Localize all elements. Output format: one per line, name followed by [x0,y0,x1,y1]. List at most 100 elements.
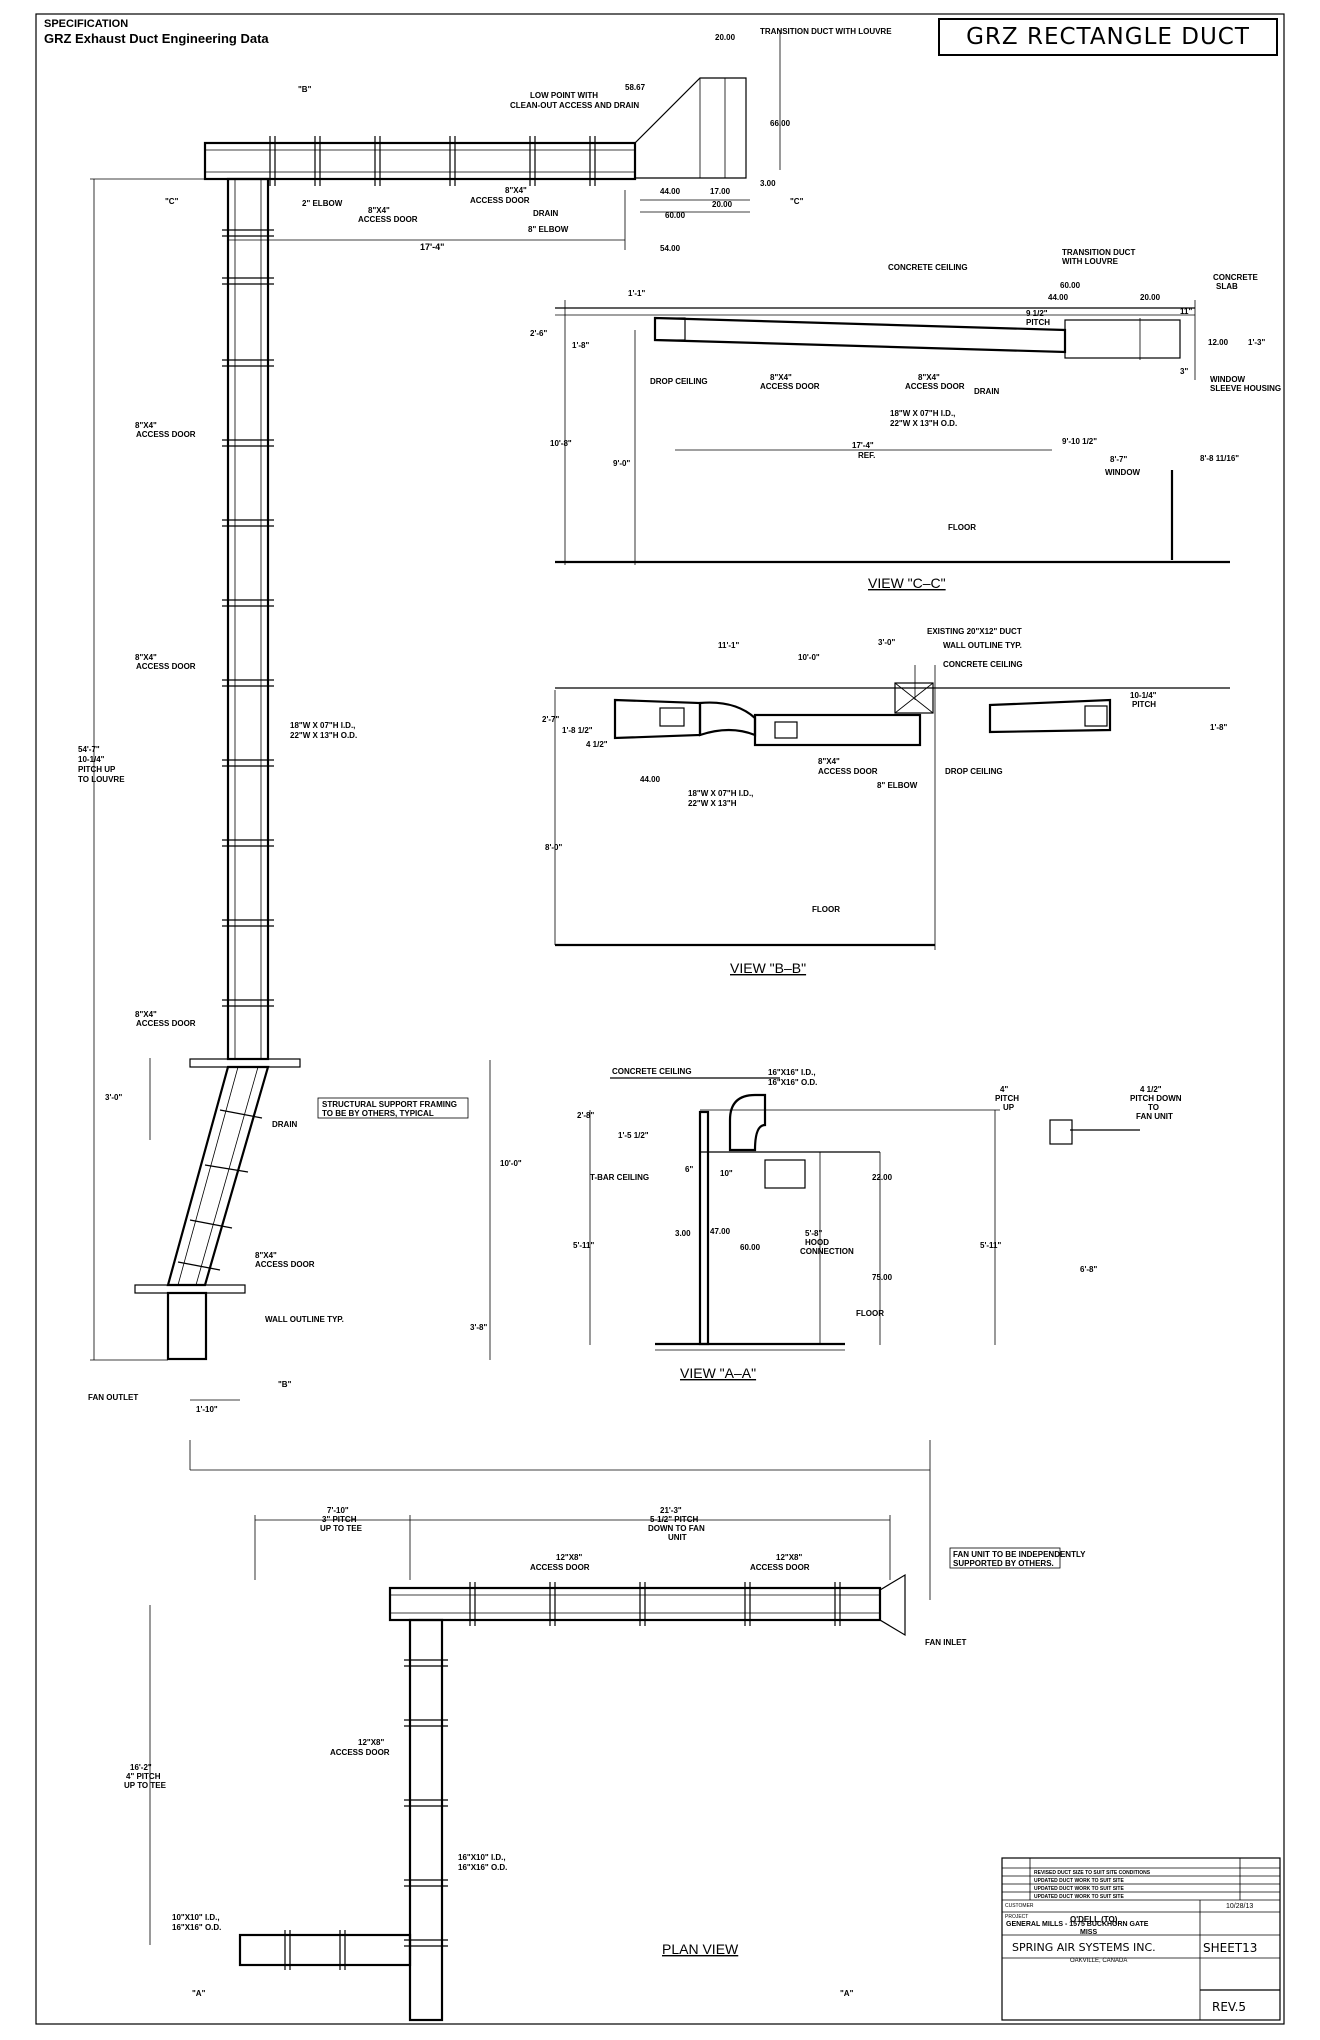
access-door-label: 12"X8" [358,1738,384,1747]
dimension: 2'-6" [530,329,547,338]
drop-ceiling-label: DROP CEILING [945,767,1003,776]
pitch-label: TO [1148,1103,1159,1112]
plan-branch-duct [408,1618,444,2022]
pitch-label: 5-1/2" PITCH [650,1515,698,1524]
spec-label: SPECIFICATION [44,18,129,30]
dimension: 3'-0" [105,1093,122,1102]
drawing-date: 10/28/13 [1226,1903,1253,1910]
transition-label: WITH LOUVRE [1062,257,1119,266]
pitch-label: 10-1/4" [1130,691,1157,700]
access-door-label: ACCESS DOOR [358,215,418,224]
pitch-label: PITCH [1132,700,1156,709]
dimension: 1'-5 1/2" [618,1131,649,1140]
drain-label: DRAIN [533,209,559,218]
pitch-label: 3" PITCH [322,1515,357,1524]
dimension: 44.00 [1048,293,1069,302]
ceiling-label: CONCRETE CEILING [612,1067,692,1076]
pitch-label: PITCH UP [78,765,116,774]
dimension: 8'-0" [545,843,562,852]
elbow-label: 8" ELBOW [877,781,918,790]
pitch-label: UP TO TEE [124,1781,167,1790]
access-door-label: 12"X8" [776,1553,802,1562]
section-mark-b: "B" [278,1380,292,1389]
pitch-label: UP [1003,1103,1015,1112]
fan-support-note: SUPPORTED BY OTHERS. [953,1559,1054,1568]
duct-size-label: 22"W X 13"H [688,799,737,808]
dimension: 11" [1180,307,1192,316]
dimension: 20.00 [1140,293,1161,302]
dimension: 12.00 [1208,338,1229,347]
sheet-number: SHEET13 [1203,1941,1257,1955]
customer-label: CUSTOMER [1005,1903,1034,1909]
duct-size-label: 16"X16" O.D. [172,1923,221,1932]
structural-note: TO BE BY OTHERS, TYPICAL [322,1109,434,1118]
fan-support-note: FAN UNIT TO BE INDEPENDENTLY [953,1550,1086,1559]
sheet-border [35,13,1285,2025]
section-mark-a: "A" [840,1989,854,1998]
elbow-label: 8" ELBOW [528,225,569,234]
elevation-labels: TRANSITION DUCT WITH LOUVRE LOW POINT WI… [78,27,892,1414]
view-bb: 11'-1" 10'-0" 3'-0" EXISTING 20"X12" DUC… [542,627,1230,976]
dimension: 1'-8" [1210,723,1227,732]
dimension: 17'-4" [852,441,874,450]
dimension: 1'-3" [1248,338,1265,347]
dimension: 7'-10" [327,1506,349,1515]
sleeve-label: SLEEVE HOUSING [1210,384,1281,393]
dimension: 1'-8 1/2" [562,726,593,735]
access-door-label: ACCESS DOOR [255,1260,315,1269]
access-door-label: ACCESS DOOR [905,382,965,391]
dimension: 8'-8 11/16" [1200,454,1239,463]
wall-label: WALL OUTLINE TYP. [943,641,1022,650]
drop-ceiling-label: DROP CEILING [650,377,708,386]
dimension: 17.00 [710,187,731,196]
dimension: 10'-0" [500,1159,522,1168]
dimension: 2'-7" [542,715,559,724]
access-door-label: 8"X4" [818,757,840,766]
ceiling-label: CONCRETE CEILING [943,660,1023,669]
dimension: 10'-8" [550,439,572,448]
dimension: 60.00 [665,211,686,220]
dimension: 3.00 [675,1229,691,1238]
access-door-label: 8"X4" [135,1010,157,1019]
dimension: 1'-8" [572,341,589,350]
revision-entry: REVISED DUCT SIZE TO SUIT SITE CONDITION… [1034,1870,1151,1876]
aa-wall [698,1110,710,1346]
slab-label: SLAB [1216,282,1238,291]
dimension: 8'-7" [1110,455,1127,464]
plan-return-duct [238,1933,412,1967]
wall-label: WALL OUTLINE TYP. [265,1315,344,1324]
elbow-label: 2" ELBOW [302,199,343,208]
fan-inlet-label: FAN INLET [925,1638,966,1647]
access-door-label: 8"X4" [135,421,157,430]
customer-name: O'DELL (TO) [1070,1915,1118,1924]
pitch-label: PITCH [995,1094,1019,1103]
dimension: 16'-2" [130,1763,152,1772]
doc-title: GRZ Exhaust Duct Engineering Data [44,31,269,46]
duct-size-label: 16"X16" O.D. [768,1078,817,1087]
plan-view: 7'-10" 3" PITCH UP TO TEE 21'-3" 5-1/2" … [124,1440,1086,2022]
dimension: 3" [1180,367,1188,376]
view-cc: CONCRETE CEILING TRANSITION DUCT WITH LO… [530,248,1281,591]
view-aa-title: VIEW "A–A" [680,1365,756,1381]
access-door-label: ACCESS DOOR [750,1563,810,1572]
transition-duct [634,77,747,179]
access-door-label: 12"X8" [556,1553,582,1562]
pitch-label: 4 1/2" [1140,1085,1162,1094]
window-label: WINDOW [1210,375,1246,384]
section-mark-b: "B" [298,85,312,94]
dimension: 6" [685,1165,693,1174]
revision-entry: UPDATED DUCT WORK TO SUIT SITE [1034,1886,1124,1892]
floor-label: FLOOR [856,1309,884,1318]
dimension: 3'-0" [878,638,895,647]
pitch-label: 10-1/4" [78,755,105,764]
section-mark-c: "C" [165,197,179,206]
dimension: 1'-1" [628,289,645,298]
fan-outlet-duct [166,1291,208,1361]
sheet-title: GRZ RECTANGLE DUCT [938,18,1278,56]
tbar-ceiling-label: T-BAR CEILING [590,1173,649,1182]
view-cc-title: VIEW "C–C" [868,575,946,591]
pitch-label: PITCH [1026,318,1050,327]
dimension: 22.00 [872,1173,893,1182]
access-door-label: ACCESS DOOR [136,662,196,671]
